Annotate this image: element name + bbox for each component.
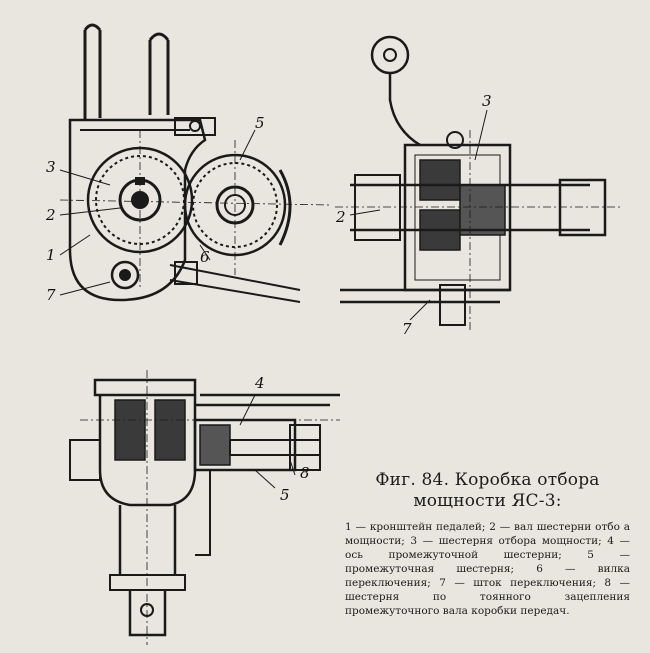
callout-b-4: 4 xyxy=(254,374,265,392)
callout-tl-5: 5 xyxy=(255,114,265,132)
callout-tr-2: 2 xyxy=(335,208,346,226)
callout-tr-7: 7 xyxy=(402,320,412,338)
callout-tl-1: 1 xyxy=(46,246,56,264)
callout-tl-2: 2 xyxy=(45,206,56,224)
caption-legend: 1 — кронштейн педалей; 2 — вал шестерни … xyxy=(345,521,630,617)
callout-b-5: 5 xyxy=(280,486,290,504)
callout-b-8: 8 xyxy=(300,464,310,482)
side-view-drawing xyxy=(59,23,331,303)
figure-caption: Фиг. 84. Коробка отбора мощности ЯС-3: 1… xyxy=(345,470,630,618)
callout-tr-3: 3 xyxy=(482,92,492,110)
callout-labels: 3 2 1 7 5 6 3 2 7 4 8 5 xyxy=(45,92,492,504)
front-section-drawing xyxy=(335,35,620,330)
plan-section-drawing xyxy=(69,370,340,645)
caption-title: Фиг. 84. Коробка отбора мощности ЯС-3: xyxy=(375,470,600,511)
callout-tl-3: 3 xyxy=(46,158,56,176)
callout-tl-6: 6 xyxy=(200,248,210,266)
callout-tl-7: 7 xyxy=(46,286,56,304)
